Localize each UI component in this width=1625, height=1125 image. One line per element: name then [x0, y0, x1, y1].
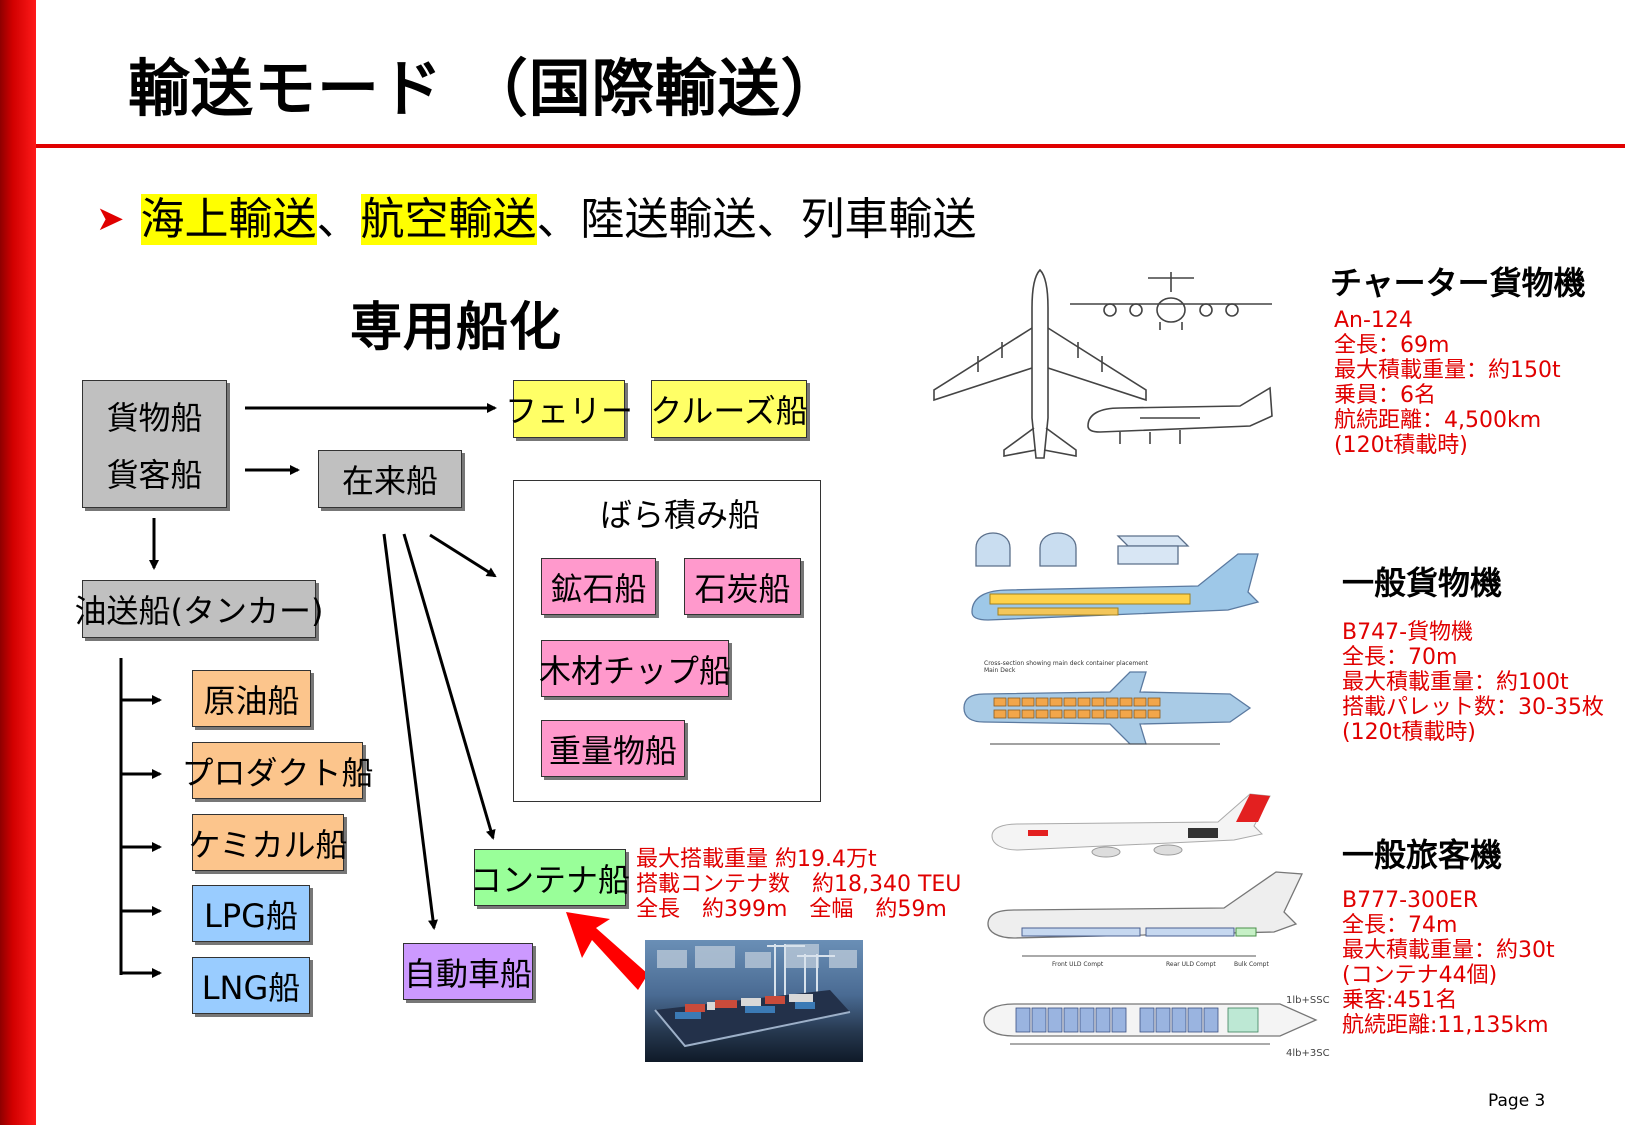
spec-line: 全長：69m — [1334, 333, 1450, 358]
an124-front-view-drawing — [1070, 272, 1272, 330]
container-ship-box: コンテナ船 — [470, 849, 630, 906]
specialized-ships-heading: 専用船化 — [350, 298, 563, 358]
bulk-carrier-title: ばら積み船 — [600, 496, 761, 534]
product-tanker-box: プロダクト船 — [182, 742, 374, 799]
tanker-box: 油送船(タンカー) — [75, 580, 324, 638]
coal-carrier-box: 石炭船 — [684, 558, 801, 615]
lng-carrier-box: LNG船 — [192, 957, 310, 1014]
container-spec-line: 最大搭載重量 約19.4万t — [636, 847, 877, 872]
spec-line: An-124 — [1334, 308, 1413, 333]
car-carrier-box: 自動車船 — [403, 943, 533, 1000]
main-deck-caption: Main Deck — [984, 667, 1016, 674]
an124-side-view-drawing — [1087, 386, 1273, 444]
arrow-bullet-icon: ➤ — [96, 199, 125, 239]
an124-top-view-drawing — [933, 268, 1147, 459]
arrow-to-container — [402, 533, 496, 840]
general-freighter-specs: B747-貨物機 全長：70m 最大積載重量：約100t 搭載パレット数：30-… — [1342, 620, 1604, 745]
transport-modes-bullet: ➤海上輸送、航空輸送、陸送輸送、列車輸送 — [96, 183, 977, 247]
spec-line: B747-貨物機 — [1342, 620, 1474, 645]
slide-title: 輸送モード （国際輸送） — [128, 52, 844, 125]
mode-separator: 、 — [536, 194, 581, 245]
b777-photo — [991, 793, 1271, 858]
page-number: Page 3 — [1488, 1091, 1546, 1111]
container-spec-line: 搭載コンテナ数 約18,340 TEU — [636, 872, 962, 897]
heavy-lift-ship-box: 重量物船 — [541, 720, 685, 777]
spec-line: 航続距離:11,135km — [1342, 1013, 1549, 1038]
spec-line: (120t積載時) — [1334, 433, 1468, 458]
mode-air: 航空輸送 — [360, 194, 537, 245]
ferry-box: フェリー — [505, 380, 633, 438]
general-freighter-heading: 一般貨物機 — [1342, 564, 1503, 602]
passenger-aircraft-heading: 一般旅客機 — [1342, 836, 1503, 874]
spec-line: 最大積載重量：約150t — [1334, 358, 1561, 383]
lpg-carrier-box: LPG船 — [192, 885, 310, 942]
spec-line: (120t積載時) — [1342, 720, 1476, 745]
conventional-ship-box: 在来船 — [318, 450, 462, 508]
seat-config-top-label: 1lb+SSC — [1286, 995, 1330, 1006]
cargo-ship-box: 貨物船 貨客船 — [82, 380, 227, 508]
passenger-aircraft-specs: B777-300ER 全長：74m 最大積載重量：約30t (コンテナ44個) … — [1342, 888, 1555, 1038]
cross-section-caption: Cross-section showing main deck containe… — [984, 660, 1149, 667]
container-ship-picture — [654, 944, 857, 1048]
bulk-compt-label: Bulk Compt — [1234, 961, 1269, 968]
spec-line: 航続距離：4,500km — [1334, 408, 1542, 433]
arrow-to-car — [382, 533, 438, 930]
chemical-tanker-box: ケミカル船 — [188, 814, 348, 871]
charter-freighter-heading: チャーター貨物機 — [1330, 264, 1586, 302]
seat-config-bottom-label: 4lb+3SC — [1286, 1048, 1330, 1059]
mode-others: 陸送輸送、列車輸送 — [580, 194, 977, 245]
woodchip-carrier-box: 木材チップ船 — [539, 640, 731, 697]
cruise-ship-box: クルーズ船 — [650, 380, 808, 438]
b747-freighter-deck-plan-drawing — [963, 671, 1252, 745]
spec-line: (コンテナ44個) — [1342, 963, 1498, 988]
cargo-passenger-ship-label: 貨客船 — [106, 455, 203, 494]
crude-oil-tanker-box: 原油船 — [192, 670, 311, 727]
spec-line: 搭載パレット数：30-35枚 — [1342, 695, 1604, 720]
title-underline — [36, 144, 1625, 148]
b777-cargo-hold-drawing — [987, 871, 1303, 957]
container-spec-line: 全長 約399m 全幅 約59m — [636, 897, 947, 922]
container-ship-specs: 最大搭載重量 約19.4万t 搭載コンテナ数 約18,340 TEU 全長 約3… — [636, 847, 961, 922]
left-accent-bar — [0, 0, 36, 1125]
charter-freighter-specs: An-124 全長：69m 最大積載重量：約150t 乗員：6名 航続距離：4,… — [1334, 308, 1561, 458]
arrow-to-bulk — [429, 533, 497, 578]
spec-line: 最大積載重量：約30t — [1342, 938, 1555, 963]
rear-uld-label: Rear ULD Compt — [1166, 961, 1216, 968]
spec-line: 最大積載重量：約100t — [1342, 670, 1569, 695]
container-port-photo — [645, 940, 863, 1062]
spec-line: 乗員：6名 — [1334, 383, 1436, 408]
front-uld-label: Front ULD Compt — [1052, 961, 1104, 968]
container-highlight-arrow — [566, 912, 648, 990]
spec-line: 全長：70m — [1342, 645, 1458, 670]
b777-cargo-plan-drawing — [983, 1003, 1318, 1045]
mode-sea: 海上輸送 — [140, 194, 317, 245]
mode-separator: 、 — [316, 194, 361, 245]
spec-line: B777-300ER — [1342, 888, 1479, 913]
spec-line: 全長：74m — [1342, 913, 1458, 938]
cargo-ship-label: 貨物船 — [106, 398, 203, 437]
spec-line: 乗客:451名 — [1342, 988, 1458, 1013]
ore-carrier-box: 鉱石船 — [541, 558, 656, 615]
b747-freighter-cutaway-drawing — [971, 532, 1260, 621]
